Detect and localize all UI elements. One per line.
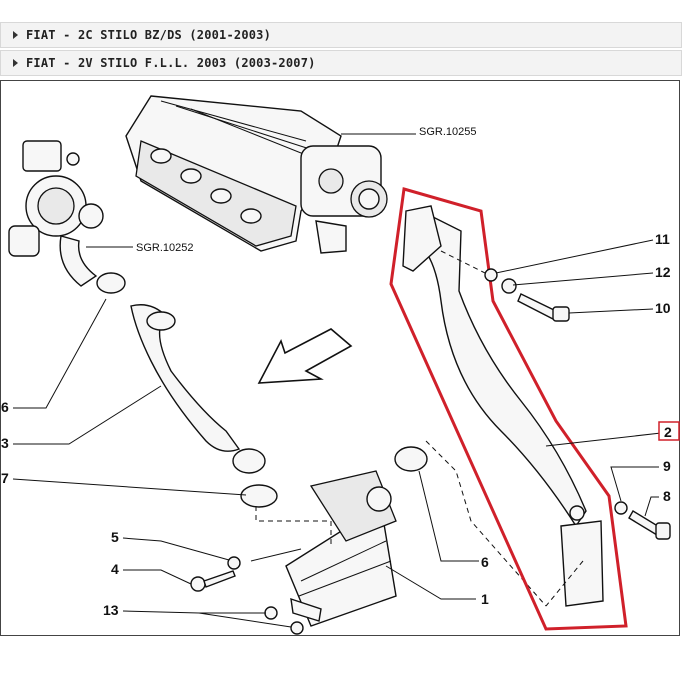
- callout-11: 11: [655, 231, 670, 247]
- callout-1: 1: [481, 591, 489, 607]
- callout-13: 13: [103, 602, 119, 618]
- accordion-item-stilo-2003-2007[interactable]: FIAT - 2V STILO F.L.L. 2003 (2003-2007): [0, 50, 682, 76]
- hose-3: [130, 304, 241, 452]
- washer-11: [484, 268, 498, 282]
- callout-9: 9: [663, 458, 671, 474]
- ref-label-turbo: SGR.10252: [136, 242, 193, 254]
- callout-4: 4: [111, 561, 119, 577]
- callout-7: 7: [1, 470, 9, 486]
- dash-guide: [425, 440, 547, 607]
- hose-clamp-7: [240, 484, 278, 508]
- highlight-outline: [389, 187, 628, 631]
- nut-13b: [290, 621, 304, 635]
- hose-clamp-6: [96, 272, 126, 294]
- dash-guide: [255, 506, 332, 546]
- dash-guide: [545, 560, 584, 607]
- dash-guide: [440, 250, 492, 277]
- bolt-4: [190, 570, 236, 592]
- accordion-item-stilo-2001-2003[interactable]: FIAT - 2C STILO BZ/DS (2001-2003): [0, 22, 682, 48]
- callout-8: 8: [663, 488, 671, 504]
- callout-box-2: [658, 421, 680, 441]
- leader-lines: [12, 239, 662, 628]
- caret-right-icon: [13, 31, 18, 39]
- washer-9: [614, 501, 628, 515]
- intercooler: [285, 470, 397, 627]
- bolt-8: [628, 510, 671, 540]
- callout-5: 5: [111, 529, 119, 545]
- ref-label-manifold: SGR.10255: [419, 126, 476, 138]
- callout-10: 10: [655, 300, 671, 316]
- flow-direction-arrow: [257, 328, 353, 384]
- callout-6-lower: 6: [481, 554, 489, 570]
- hose-clamp-6-lower: [394, 446, 428, 472]
- nut-13a: [264, 606, 278, 620]
- hose-3-end: [232, 448, 266, 474]
- caret-right-icon: [13, 59, 18, 67]
- accordion-label: FIAT - 2V STILO F.L.L. 2003 (2003-2007): [26, 56, 316, 70]
- parts-diagram: SGR.10255 SGR.10252: [1, 95, 680, 635]
- bolt-10: [517, 293, 570, 322]
- callout-6: 6: [1, 399, 9, 415]
- callout-12: 12: [655, 264, 671, 280]
- callout-3: 3: [1, 435, 9, 451]
- turbocharger: [8, 140, 104, 287]
- washer-5: [227, 556, 241, 570]
- callout-2: 2: [664, 424, 672, 440]
- washer-12: [501, 278, 517, 294]
- intercooler-pipe-2: [402, 205, 604, 607]
- intake-manifold: [125, 95, 388, 254]
- accordion-label: FIAT - 2C STILO BZ/DS (2001-2003): [26, 28, 272, 42]
- parts-diagram-frame: SGR.10255 SGR.10252: [0, 80, 680, 636]
